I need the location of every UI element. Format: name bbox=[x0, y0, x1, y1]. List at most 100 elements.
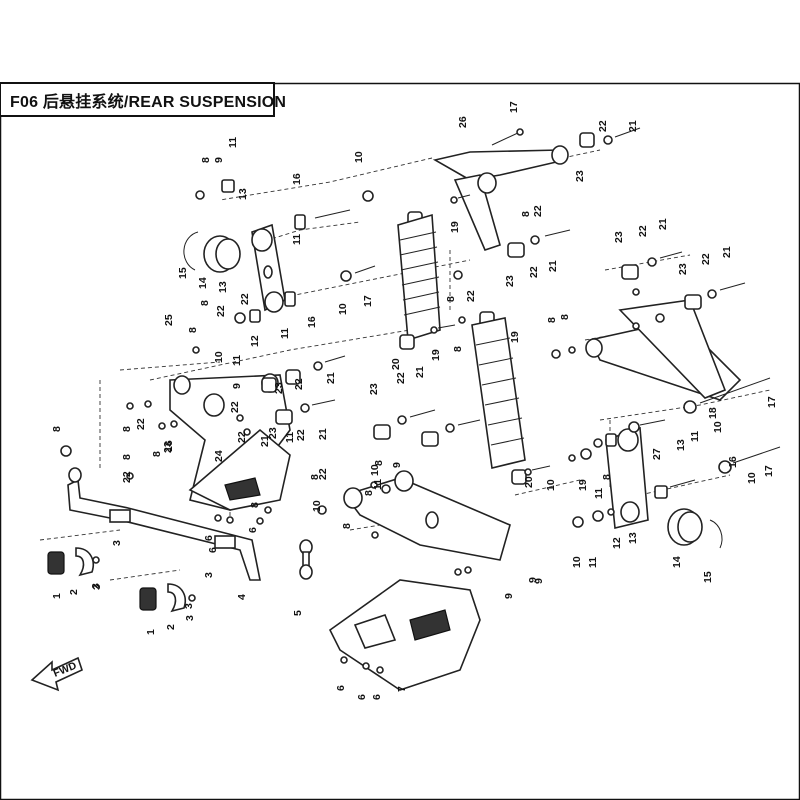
callout-number: 23 bbox=[613, 231, 625, 243]
callout-number: 11 bbox=[689, 431, 701, 442]
callout-number: 8 bbox=[452, 346, 464, 352]
callout-number: 8 bbox=[249, 502, 261, 508]
callout-number: 10 bbox=[213, 351, 225, 363]
callout-number: 9 bbox=[231, 383, 243, 389]
callout-number: 21 bbox=[259, 435, 271, 447]
callout-number: 13 bbox=[675, 439, 687, 451]
callout-number: 1 bbox=[145, 629, 157, 635]
callout-number: 10 bbox=[311, 500, 323, 512]
shock-absorber-lower bbox=[471, 311, 527, 485]
callout-number: 8 bbox=[121, 426, 133, 432]
callout-number: 22 bbox=[395, 372, 407, 384]
callout-number: 13 bbox=[217, 281, 229, 293]
callout-number: 22 bbox=[317, 468, 329, 480]
callout-number: 12 bbox=[611, 537, 623, 549]
callout-number: 11 bbox=[227, 137, 239, 148]
callout-number: 21 bbox=[627, 120, 639, 132]
callout-number: 11 bbox=[231, 355, 243, 366]
linkage-arm-left bbox=[251, 223, 286, 313]
callout-number: 11 bbox=[284, 432, 296, 443]
callout-number: 20 bbox=[523, 476, 535, 488]
bushing-clamp-left bbox=[47, 547, 94, 577]
callout-number: 21 bbox=[657, 218, 669, 230]
callout-number: 8 bbox=[51, 426, 63, 432]
callout-number: 8 bbox=[546, 317, 558, 323]
bearing-left bbox=[183, 231, 241, 273]
upper-a-arm-rear bbox=[432, 145, 569, 251]
callout-number: 3 bbox=[203, 572, 215, 578]
callout-number: 8 bbox=[309, 474, 321, 480]
callout-number: 18 bbox=[707, 407, 719, 419]
callout-number: 14 bbox=[671, 556, 683, 568]
callout-number: 6 bbox=[207, 547, 219, 553]
callout-number: 3 bbox=[91, 584, 103, 590]
fwd-arrow bbox=[30, 656, 83, 692]
callout-number: 17 bbox=[766, 396, 778, 408]
callout-number: 3 bbox=[183, 603, 195, 609]
callout-number: 8 bbox=[187, 327, 199, 333]
callout-number: 2 bbox=[165, 624, 177, 630]
callout-number: 8 bbox=[373, 460, 385, 466]
callout-number: 23 bbox=[273, 382, 285, 394]
stabilizer-bar bbox=[67, 467, 261, 581]
callout-number: 8 bbox=[520, 211, 532, 217]
skid-plate-center bbox=[328, 579, 481, 691]
callout-number: 11 bbox=[279, 328, 291, 339]
callout-number: 20 bbox=[390, 358, 402, 370]
callout-number: 12 bbox=[249, 335, 261, 347]
callout-number: 9 bbox=[391, 462, 403, 468]
callout-number: 7 bbox=[396, 686, 408, 692]
callout-number: 8 bbox=[199, 300, 211, 306]
callout-number: 23 bbox=[368, 383, 380, 395]
callout-number: 22 bbox=[700, 253, 712, 265]
callout-number: 10 bbox=[353, 151, 365, 163]
callout-number: 8 bbox=[363, 490, 375, 496]
upper-a-arm-right bbox=[585, 299, 742, 401]
callout-number: 11 bbox=[593, 488, 605, 499]
callout-number: 15 bbox=[702, 571, 714, 583]
callout-number: 16 bbox=[306, 316, 318, 328]
knuckle-right bbox=[605, 426, 649, 529]
callout-number: 9 bbox=[213, 157, 225, 163]
skid-plate-left bbox=[188, 428, 291, 511]
callout-number: 22 bbox=[135, 418, 147, 430]
stabilizer-link bbox=[299, 539, 313, 580]
callout-number: 19 bbox=[430, 349, 442, 361]
callout-number: 6 bbox=[247, 527, 259, 533]
callout-number: 6 bbox=[203, 535, 215, 541]
callout-number: 3 bbox=[184, 615, 196, 621]
callout-number: 26 bbox=[457, 116, 469, 128]
callout-number: 19 bbox=[577, 479, 589, 491]
callout-number: 22 bbox=[637, 225, 649, 237]
callout-number: 10 bbox=[369, 464, 381, 476]
callout-number: 11 bbox=[587, 557, 599, 568]
callout-number: 27 bbox=[651, 448, 663, 460]
callout-number: 2 bbox=[68, 589, 80, 595]
callout-number: 14 bbox=[197, 277, 209, 289]
callout-number: 22 bbox=[465, 290, 477, 302]
callout-number: 10 bbox=[337, 303, 349, 315]
callout-number: 6 bbox=[371, 694, 383, 700]
callout-number: 17 bbox=[763, 465, 775, 477]
callout-number: 8 bbox=[341, 523, 353, 529]
callout-number: 22 bbox=[532, 205, 544, 217]
callout-number: 22 bbox=[236, 431, 248, 443]
callout-number: 23 bbox=[267, 427, 279, 439]
callout-number: 21 bbox=[547, 260, 559, 272]
callout-number: 3 bbox=[111, 540, 123, 546]
callout-number: 21 bbox=[325, 372, 337, 384]
bushing-clamp-right bbox=[139, 583, 186, 613]
callout-number: 10 bbox=[545, 479, 557, 491]
callout-number: 25 bbox=[163, 314, 175, 326]
callout-number: 22 bbox=[121, 471, 133, 483]
hardware-fasteners bbox=[60, 127, 781, 674]
callout-number: 15 bbox=[177, 267, 189, 279]
callout-number: 9 bbox=[503, 593, 515, 599]
callout-number: 16 bbox=[163, 440, 175, 452]
callout-number: 22 bbox=[597, 120, 609, 132]
callout-number: 9 bbox=[533, 578, 545, 584]
callout-number: 8 bbox=[200, 157, 212, 163]
callout-number: 10 bbox=[571, 556, 583, 568]
callout-number: 23 bbox=[677, 263, 689, 275]
